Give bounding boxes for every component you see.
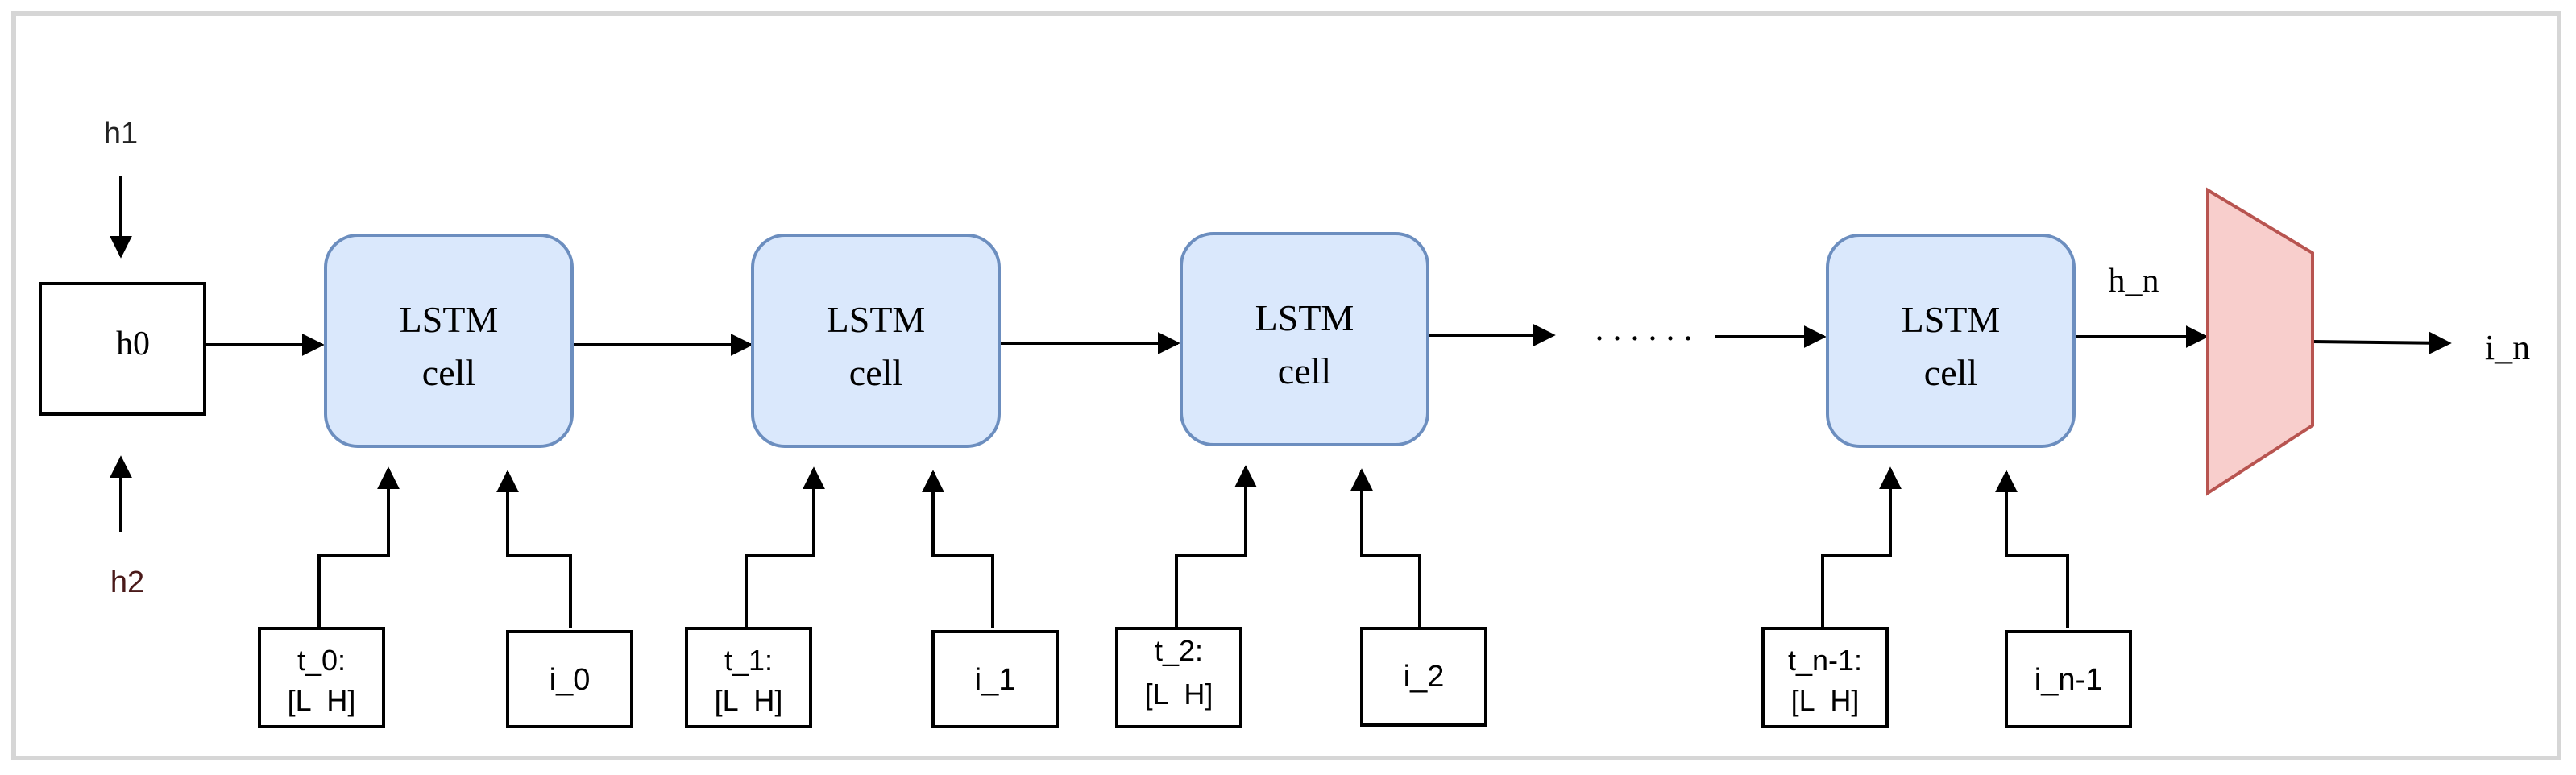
cell-label-line1: LSTM bbox=[400, 299, 499, 340]
cell-label-line2: cell bbox=[1278, 350, 1331, 392]
i-input-connector bbox=[1350, 468, 1421, 628]
ellipsis: . . . . . . bbox=[1595, 309, 1693, 348]
t-input-line1: t_2: bbox=[1155, 634, 1203, 667]
output-label: i_n bbox=[2485, 328, 2530, 367]
i-input-box: i_2 bbox=[1360, 627, 1487, 727]
t-input-line1: t_0: bbox=[297, 644, 346, 677]
cell-label-line2: cell bbox=[1924, 352, 1977, 393]
i-input-label: i_n-1 bbox=[2035, 663, 2103, 697]
arrow-decoder-output bbox=[2312, 331, 2452, 354]
t-input-connector bbox=[317, 466, 400, 628]
t-input-line2: [L H] bbox=[288, 684, 356, 717]
t-input-box: t_n-1: [L H] bbox=[1761, 627, 1889, 728]
cell-label-line2: cell bbox=[422, 352, 475, 393]
lstm-cell: LSTM cell bbox=[1826, 234, 2076, 448]
t-input-connector bbox=[745, 466, 825, 628]
h0-box bbox=[39, 282, 206, 416]
t-input-line2: [L H] bbox=[715, 684, 783, 717]
t-input-box: t_1: [L H] bbox=[685, 627, 812, 728]
t-input-line1: t_1: bbox=[724, 644, 773, 677]
cell-label-line1: LSTM bbox=[1255, 297, 1354, 338]
cell-label-line1: LSTM bbox=[827, 299, 926, 340]
i-input-label: i_1 bbox=[975, 663, 1016, 697]
decoder-trapezoid bbox=[2206, 187, 2314, 496]
i-input-connector bbox=[1995, 470, 2069, 628]
i-input-box: i_0 bbox=[506, 630, 633, 728]
t-input-connector bbox=[1821, 466, 1902, 628]
t-input-box: t_2: [L H] bbox=[1115, 627, 1242, 728]
h0-label: h0 bbox=[116, 325, 150, 363]
i-input-box: i_n-1 bbox=[2005, 630, 2132, 728]
lstm-cell: LSTM cell bbox=[1180, 232, 1429, 446]
i-input-connector bbox=[496, 470, 572, 628]
t-input-line2: [L H] bbox=[1791, 684, 1860, 717]
hidden-output-label: h_n bbox=[2109, 263, 2159, 300]
lstm-cell: LSTM cell bbox=[324, 234, 574, 448]
h2-label: h2 bbox=[110, 566, 144, 599]
i-input-connector bbox=[922, 470, 994, 628]
t-input-box: t_0: [L H] bbox=[258, 627, 385, 728]
t-input-connector bbox=[1175, 465, 1257, 628]
i-input-box: i_1 bbox=[931, 630, 1059, 728]
cell-label-line2: cell bbox=[849, 352, 902, 393]
t-input-line1: t_n-1: bbox=[1788, 644, 1862, 677]
cell-label-line1: LSTM bbox=[1902, 299, 2001, 340]
h1-label: h1 bbox=[104, 117, 138, 151]
t-input-line2: [L H] bbox=[1145, 678, 1213, 711]
i-input-label: i_0 bbox=[550, 663, 591, 697]
i-input-label: i_2 bbox=[1404, 660, 1445, 694]
lstm-cell: LSTM cell bbox=[751, 234, 1001, 448]
